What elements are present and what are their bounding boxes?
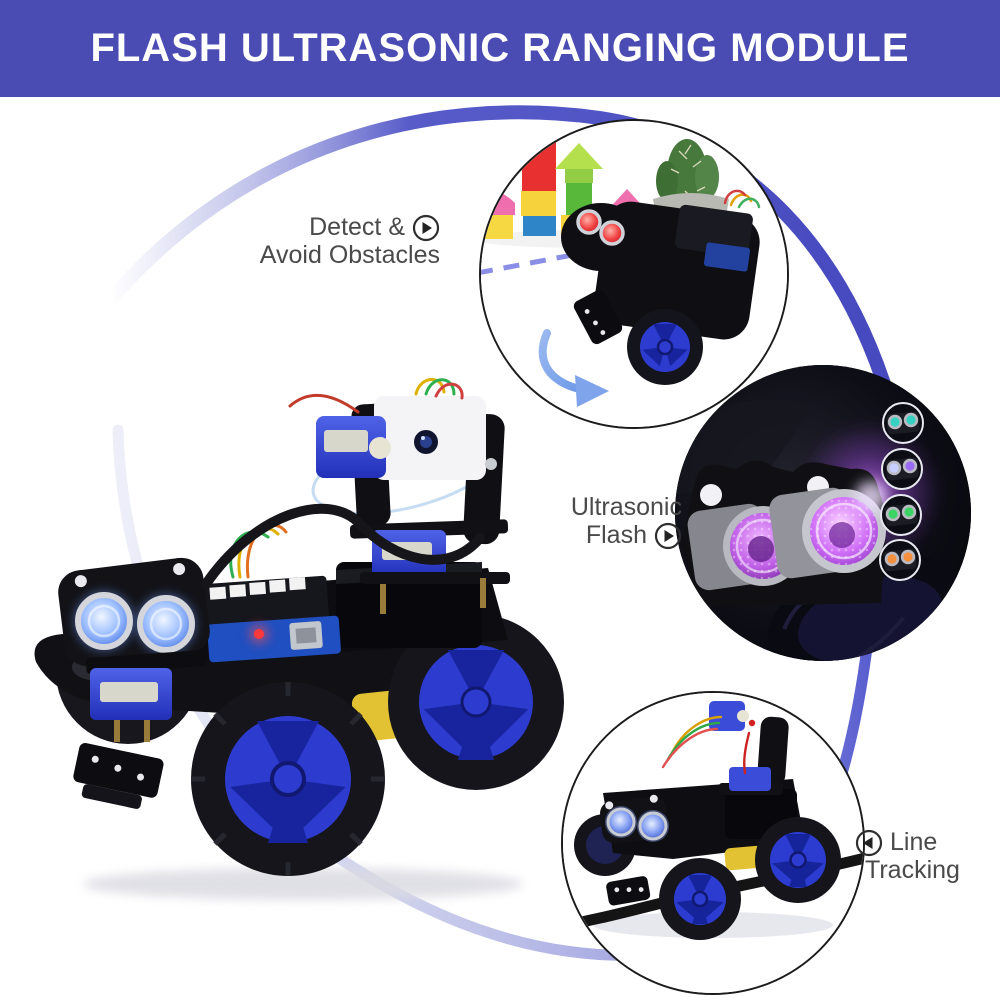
braided-cable xyxy=(201,503,485,589)
photo-ultrasonic-flash xyxy=(675,365,971,661)
main-robot-photo xyxy=(34,378,564,900)
front-left-wheel xyxy=(191,682,385,876)
play-circle-left-icon xyxy=(855,829,883,857)
camera-mast xyxy=(201,378,510,614)
ultrasonic-head xyxy=(58,557,210,742)
rear-right-wheel xyxy=(388,614,564,790)
flash-color-variant-cyan xyxy=(882,402,924,444)
mini-front-left-wheel xyxy=(659,858,741,940)
mini-robot-obstacle xyxy=(561,189,761,385)
banner: FLASH ULTRASONIC RANGING MODULE xyxy=(0,0,1000,97)
callout-flash-line1: Ultrasonic xyxy=(570,493,682,521)
flash-color-variant-green xyxy=(880,494,922,536)
mini-pan-servo xyxy=(709,701,749,731)
play-circle-right-icon xyxy=(654,522,682,549)
ring-top-arc xyxy=(103,105,902,427)
callout-obstacle-line2: Avoid Obstacles xyxy=(259,241,440,269)
camera-wires xyxy=(288,378,464,414)
controller-boards xyxy=(198,575,341,663)
callout-obstacle-avoidance: Detect & Avoid Obstacles xyxy=(260,214,440,270)
flash-color-variant-purple xyxy=(881,448,923,490)
ultrasonic-eye-left xyxy=(75,592,133,650)
callout-obstacle-line1: Detect & xyxy=(309,213,405,242)
callout-tracking-line1: Line xyxy=(890,828,938,857)
play-circle-right-icon xyxy=(412,214,440,242)
flash-color-variant-orange xyxy=(879,539,921,581)
mini-line-sensor xyxy=(606,876,651,906)
photo-obstacle-avoidance xyxy=(479,119,789,429)
banner-title: FLASH ULTRASONIC RANGING MODULE xyxy=(90,26,910,70)
transducer-right xyxy=(769,481,887,579)
turn-arrow-icon xyxy=(538,329,609,407)
callout-ultrasonic-flash: Ultrasonic Flash xyxy=(570,493,682,550)
robot-shadow xyxy=(83,868,523,900)
ultrasonic-eye-right xyxy=(137,595,195,653)
head-servo xyxy=(90,668,172,742)
callout-flash-line2: Flash xyxy=(585,520,647,549)
pan-servo xyxy=(316,416,391,478)
dashed-route-line xyxy=(481,247,600,275)
line-sensor-board xyxy=(73,742,164,809)
callout-tracking-line2: Tracking xyxy=(865,856,960,884)
mini-robot-tracking xyxy=(574,701,841,940)
callout-line-tracking: Line Tracking xyxy=(855,829,960,885)
flash-color-variants xyxy=(879,402,924,581)
mini-rear-right-wheel xyxy=(755,817,841,903)
photo-line-tracking xyxy=(561,691,865,995)
